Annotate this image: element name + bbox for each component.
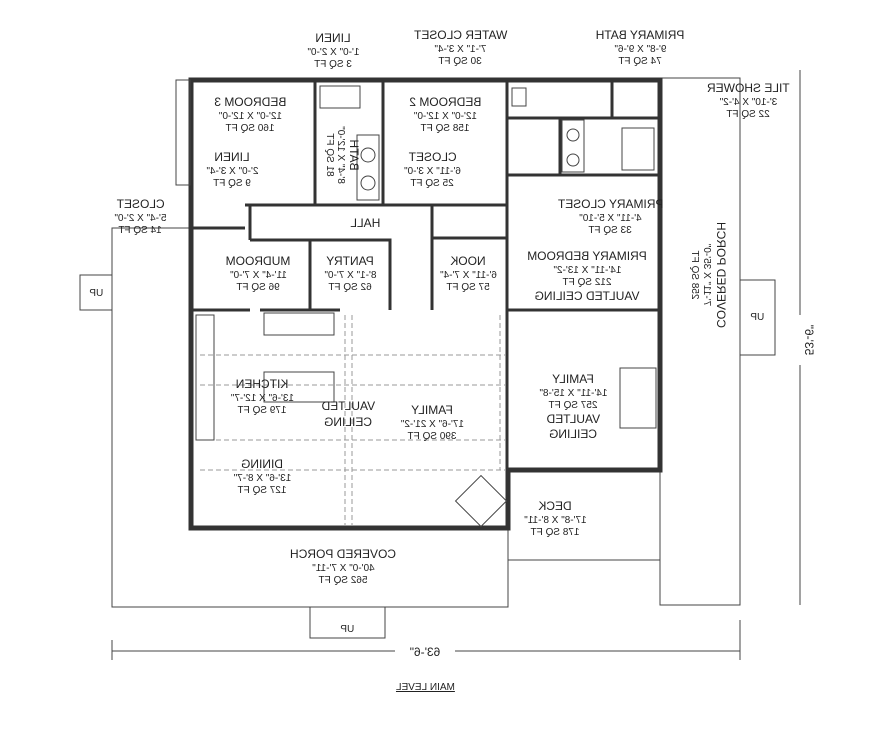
room-name: CLOSET	[408, 150, 457, 164]
room-name: PRIMARY CLOSET	[557, 197, 663, 211]
room-size: 1'-0" X 2'-0"	[307, 47, 360, 58]
room-name: BEDROOM 3	[214, 95, 286, 109]
room-area: 30 SQ FT	[438, 56, 481, 67]
room-size: 6'-11" X 3'-0"	[404, 166, 461, 177]
room-name: COVERED PORCH	[290, 547, 396, 561]
room-size: 12'-0" X 12'-0"	[218, 111, 282, 122]
stairs: UP UP UP	[79, 274, 776, 639]
width-dimension: 63'-6"	[410, 645, 441, 659]
stairs-up-label: UP	[750, 312, 764, 323]
stairs-left	[79, 274, 113, 311]
vaulted-label: VAULTED	[321, 399, 375, 413]
room-size: 14'-11" X 13'-2"	[553, 265, 621, 276]
room-size: 17'-8" X 8'-11"	[524, 515, 587, 526]
room-name: FAMILY	[552, 372, 594, 386]
room-name: LINEN	[315, 31, 350, 45]
room-name: KITCHEN	[236, 377, 289, 391]
room-name: LINEN	[214, 150, 249, 164]
room-size: 6'-11" X 7'-4"	[440, 270, 497, 281]
room-size: 14'-11" X 15'-8"	[539, 388, 607, 399]
room-area: 74 SQ FT	[618, 56, 661, 67]
room-area: 3 SQ FT	[314, 59, 352, 70]
room-name: CLOSET	[116, 197, 165, 211]
interior-walls	[191, 80, 660, 470]
bath-label: BATH 8'-4" X 12'-0" 81 SQ FT	[324, 126, 361, 184]
room-name: WATER CLOSET	[413, 28, 507, 42]
room-note: VAULTED	[546, 412, 600, 426]
room-area: 258 SQ FT	[689, 251, 700, 300]
room-size: 2'-0" X 3'-4"	[206, 166, 259, 177]
depth-dimension: 53'-6"	[802, 325, 816, 356]
room-size: 13'-6" X 8'-7"	[233, 473, 291, 484]
room-size: 40'-0" X 7'-11"	[312, 563, 375, 574]
room-area: 158 SQ FT	[421, 123, 470, 134]
room-name: DINING	[241, 457, 283, 471]
stairs-up-label: UP	[89, 288, 103, 299]
room-size: 12'-0" X 12'-0"	[413, 111, 477, 122]
room-note2: CEILING	[549, 427, 597, 441]
stairs-right	[739, 279, 776, 356]
vaulted-label: CEILING	[324, 415, 372, 429]
room-area: 390 SQ FT	[408, 431, 457, 442]
room-size: 7'-11" X 35'-0"	[701, 243, 712, 306]
room-size: 9'-8" X 9'-6"	[614, 44, 667, 55]
hall-label: HALL	[350, 216, 380, 230]
room-area: 212 SQ FT	[563, 277, 612, 288]
room-area: 33 SQ FT	[588, 225, 631, 236]
room-size: 8'-4" X 12'-0"	[335, 126, 346, 184]
side-porch-label: COVERED PORCH 7'-11" X 35'-0" 258 SQ FT	[689, 222, 728, 328]
room-size: 5'-4" X 2'-0"	[114, 213, 167, 224]
room-size: 8'-1" X 7'-0"	[324, 270, 377, 281]
room-area: 9 SQ FT	[213, 178, 251, 189]
room-area: 179 SQ FT	[238, 405, 287, 416]
level-label: MAIN LEVEL	[396, 682, 455, 693]
dimension-lines: 63'-6" 53'-6"	[111, 70, 816, 660]
room-area: 57 SQ FT	[446, 282, 489, 293]
room-name: PRIMARY BEDROOM	[527, 249, 647, 263]
room-area: 62 SQ FT	[328, 282, 371, 293]
room-name: BATH	[347, 139, 361, 170]
room-area: 22 SQ FT	[726, 109, 769, 120]
room-labels: LINEN 1'-0" X 2'-0"3 SQ FT WATER CLOSET 7'-…	[114, 28, 790, 586]
room-area: 25 SQ FT	[410, 178, 453, 189]
room-area: 178 SQ FT	[531, 527, 580, 538]
room-note: VAULTED CEILING	[535, 289, 640, 303]
room-area: 127 SQ FT	[238, 485, 287, 496]
room-size: 11'-4" X 7'-0"	[230, 270, 287, 281]
room-size: 4'-11" X 5'-10"	[579, 213, 642, 224]
room-area: 96 SQ FT	[236, 282, 279, 293]
stairs-up-label: UP	[340, 624, 354, 635]
room-name: TILE SHOWER	[707, 81, 790, 95]
room-area: 562 SQ FT	[319, 575, 368, 586]
room-size: 7'-1" X 3'-4"	[434, 44, 487, 55]
room-area: 14 SQ FT	[118, 225, 161, 236]
room-name: FAMILY	[411, 403, 453, 417]
room-area: 160 SQ FT	[226, 123, 275, 134]
ceiling-dashes	[200, 315, 505, 525]
room-name: PRIMARY BATH	[596, 28, 685, 42]
room-name: PANTRY	[326, 254, 374, 268]
room-area: 81 SQ FT	[324, 133, 335, 176]
room-name: COVERED PORCH	[714, 222, 728, 328]
fixtures	[175, 79, 657, 528]
room-name: DECK	[538, 499, 571, 513]
room-area: 257 SQ FT	[549, 400, 598, 411]
stairs-front	[309, 606, 386, 639]
room-name: NOOK	[450, 254, 485, 268]
room-size: 13'-6" X 12'-7"	[230, 393, 294, 404]
room-name: MUDROOM	[226, 254, 291, 268]
room-name: BEDROOM 2	[409, 95, 481, 109]
room-size: 17'-6" X 21'-2"	[400, 419, 464, 430]
room-size: 3'-10" X 4'-2"	[719, 97, 777, 108]
